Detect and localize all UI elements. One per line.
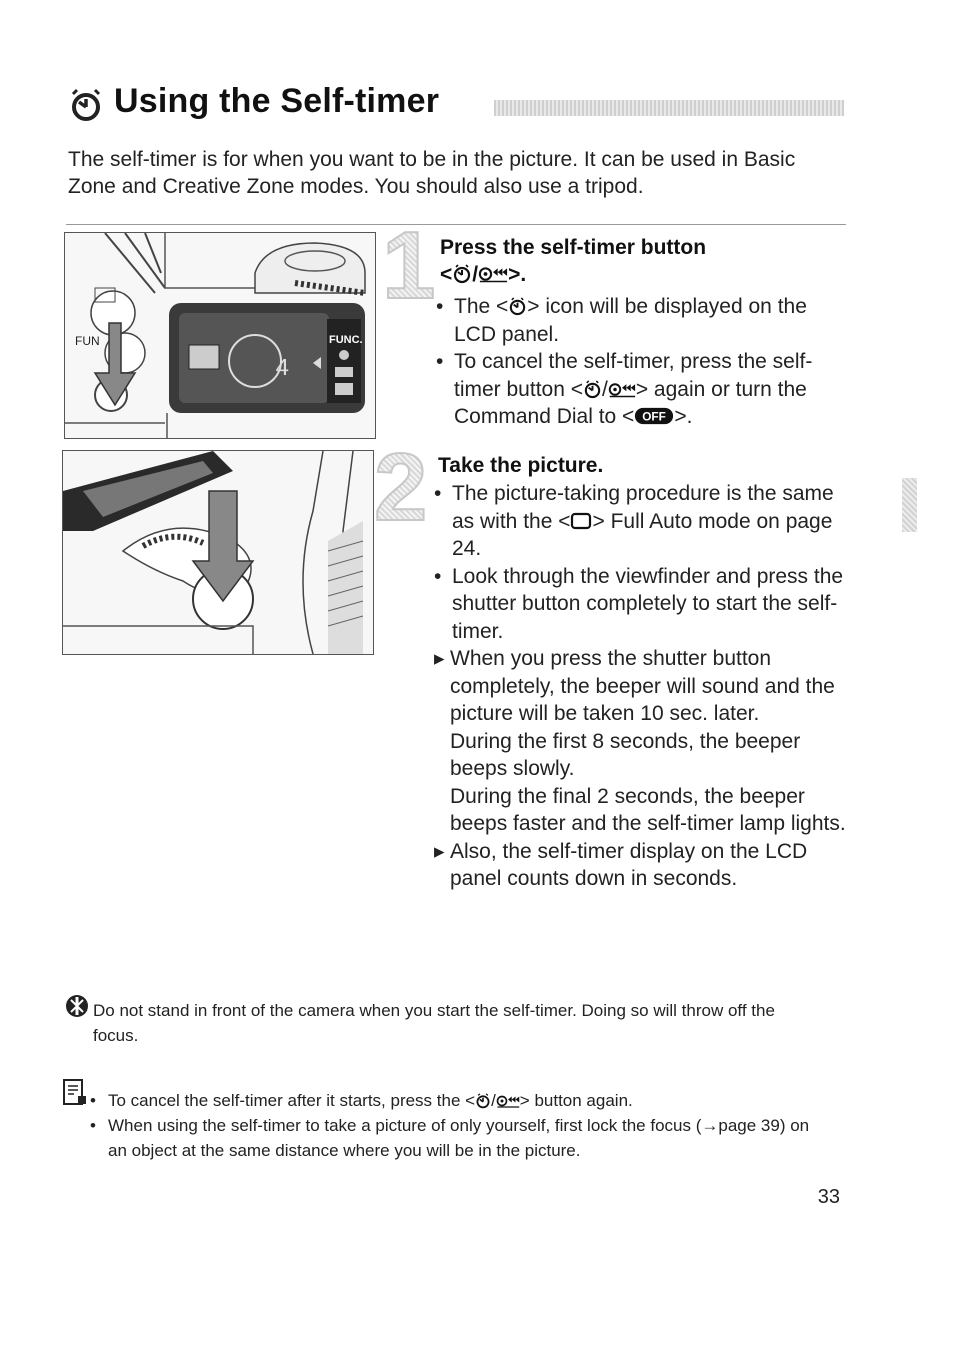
bullet-marker: • [434, 482, 442, 505]
memo-icon [63, 1079, 86, 1105]
step-1-bullet-2: •To cancel the self-timer, press the sel… [436, 350, 813, 428]
note-2: •When using the self-timer to take a pic… [90, 1113, 830, 1163]
figure-shutter-button [62, 450, 374, 655]
full-auto-icon [570, 511, 592, 531]
self-timer-icon [583, 380, 602, 399]
step-2-bullet-2: •Look through the viewfinder and press t… [434, 564, 844, 643]
chapter-side-tab [902, 478, 917, 532]
remote-control-icon [478, 264, 508, 284]
title-bar-decoration [494, 100, 844, 116]
step-1-title-line-1: Press the self-timer button [440, 236, 707, 259]
bullet-marker: • [90, 1116, 96, 1135]
remote-control-icon [496, 1093, 520, 1109]
note-1: •To cancel the self-timer after it start… [90, 1088, 830, 1113]
step-1-bullets: •The <> icon will be displayed on the LC… [436, 293, 846, 431]
lcd-func-label: FUNC. [329, 334, 363, 346]
step-2-bullet-1: •The picture-taking procedure is the sam… [434, 482, 834, 560]
self-timer-icon [71, 88, 101, 121]
caution-icon [66, 995, 88, 1017]
bullet-marker: • [436, 350, 444, 373]
self-timer-icon [475, 1093, 491, 1109]
step-2-bullets: •The picture-taking procedure is the sam… [434, 480, 854, 893]
bullet-marker: • [436, 295, 444, 318]
camera-shutter-illustration [63, 450, 373, 655]
off-position-icon [634, 406, 674, 426]
remote-control-icon [608, 380, 636, 399]
camera-top-illustration: 4 FUNC. FUN [65, 232, 375, 438]
lcd-countdown: 4 [275, 356, 289, 383]
page-title-row: Using the Self-timer [66, 82, 846, 126]
figure-self-timer-button: 4 FUNC. FUN [64, 232, 376, 439]
step-2-bullet-4: ▸Also, the self-timer display on the LCD… [434, 839, 808, 891]
bullet-marker: ▸ [434, 839, 445, 863]
page-number: 33 [817, 1186, 840, 1208]
caution-text: Do not stand in front of the camera when… [93, 1001, 775, 1045]
self-timer-icon [452, 264, 472, 284]
step-1-bullet-1: •The <> icon will be displayed on the LC… [436, 295, 807, 346]
step-2-title: Take the picture. [438, 454, 604, 477]
step-1-title-line-2: </>. [440, 263, 527, 286]
bullet-marker: • [434, 564, 442, 588]
step-number-2: 2 [373, 434, 428, 541]
notes-block: •To cancel the self-timer after it start… [90, 1088, 830, 1163]
bullet-marker: • [90, 1091, 96, 1110]
intro-paragraph: The self-timer is for when you want to b… [68, 148, 796, 198]
step-1-title: Press the self-timer button </>. [440, 234, 840, 288]
section-divider [66, 224, 846, 225]
side-func-label: FUN [75, 334, 100, 348]
bullet-marker: ▸ [434, 647, 445, 670]
page-title: Using the Self-timer [114, 82, 440, 120]
self-timer-icon [508, 297, 527, 316]
step-number-1: 1 [381, 212, 436, 319]
step-2-bullet-3: ▸When you press the shutter button compl… [434, 647, 846, 835]
